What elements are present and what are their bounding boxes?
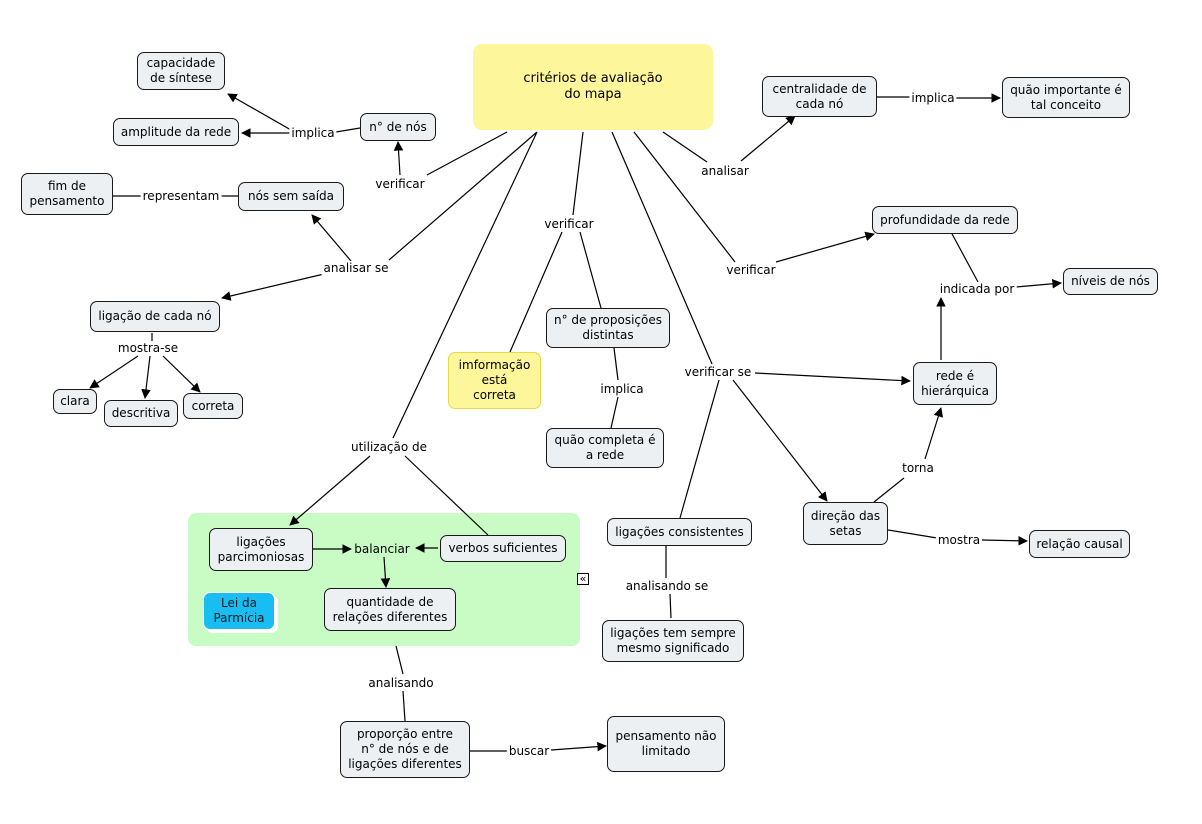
link-label-analisando: analisando [366, 676, 436, 690]
link-label-verificar-3: verificar [724, 263, 778, 277]
node-profundidade[interactable]: profundidade da rede [872, 206, 1018, 234]
link-label-implica-1: implica [289, 126, 337, 140]
node-descritiva[interactable]: descritiva [104, 400, 178, 427]
link-label-verificar-se: verificar se [682, 365, 754, 379]
node-capacidade-sintese[interactable]: capacidade de síntese [137, 52, 225, 90]
node-n-proposicoes[interactable]: n° de proposições distintas [546, 308, 670, 348]
link-label-mostra: mostra [935, 533, 983, 547]
node-ligacoes-significado[interactable]: ligações tem sempre mesmo significado [602, 620, 744, 662]
node-ligacoes-consistentes[interactable]: ligações consistentes [607, 518, 752, 546]
node-quao-completa[interactable]: quão completa é a rede [546, 428, 664, 468]
node-verbos-suficientes[interactable]: verbos suficientes [440, 535, 566, 562]
link-label-implica-2: implica [598, 382, 646, 396]
link-label-representam: representam [140, 189, 222, 203]
node-direcao-setas[interactable]: direção das setas [803, 502, 888, 545]
link-label-buscar: buscar [506, 744, 552, 758]
link-label-utilizacao-de: utilização de [348, 440, 430, 454]
link-label-balanciar: balanciar [352, 542, 412, 556]
node-fim-pensamento[interactable]: fim de pensamento [21, 173, 113, 215]
node-lei-parcimonia[interactable]: Lei da Parmícia [203, 592, 275, 630]
node-nos-sem-saida[interactable]: nós sem saída [238, 182, 344, 211]
node-quao-importante[interactable]: quão importante é tal conceito [1002, 77, 1130, 118]
link-label-verificar-1: verificar [373, 177, 427, 191]
node-niveis-nos[interactable]: níveis de nós [1063, 268, 1158, 295]
node-relacao-causal[interactable]: relação causal [1029, 530, 1130, 558]
node-ligacoes-parcimoniosas[interactable]: ligações parcimoniosas [209, 528, 313, 571]
node-n-nos[interactable]: n° de nós [360, 113, 436, 141]
node-ligacao-cada-no[interactable]: ligação de cada nó [90, 301, 220, 332]
node-rede-hierarquica[interactable]: rede é hierárquica [913, 362, 997, 405]
link-label-indicada-por: indicada por [937, 282, 1017, 296]
node-pensamento-nao-limitado[interactable]: pensamento não limitado [607, 716, 725, 772]
collapse-toggle-icon[interactable]: « [577, 573, 589, 585]
link-label-torna: torna [900, 461, 936, 475]
link-label-analisando-se: analisando se [623, 579, 711, 593]
link-label-verificar-2: verificar [542, 217, 596, 231]
link-label-analisar-se: analisar se [321, 261, 391, 275]
node-amplitude-rede[interactable]: amplitude da rede [113, 118, 239, 146]
node-centralidade[interactable]: centralidade de cada nó [762, 76, 877, 117]
link-label-analisar: analisar [699, 164, 751, 178]
root-node-criterios[interactable]: critérios de avaliação do mapa [473, 44, 713, 130]
node-proporcao[interactable]: proporção entre n° de nós e de ligações … [340, 721, 470, 778]
node-informacao-correta[interactable]: imformação está correta [448, 352, 541, 409]
link-label-implica-3: implica [909, 91, 957, 105]
node-quantidade-relacoes[interactable]: quantidade de relações diferentes [324, 588, 456, 631]
node-clara[interactable]: clara [53, 389, 97, 414]
link-label-mostra-se: mostra-se [115, 341, 181, 355]
node-correta[interactable]: correta [183, 393, 243, 419]
